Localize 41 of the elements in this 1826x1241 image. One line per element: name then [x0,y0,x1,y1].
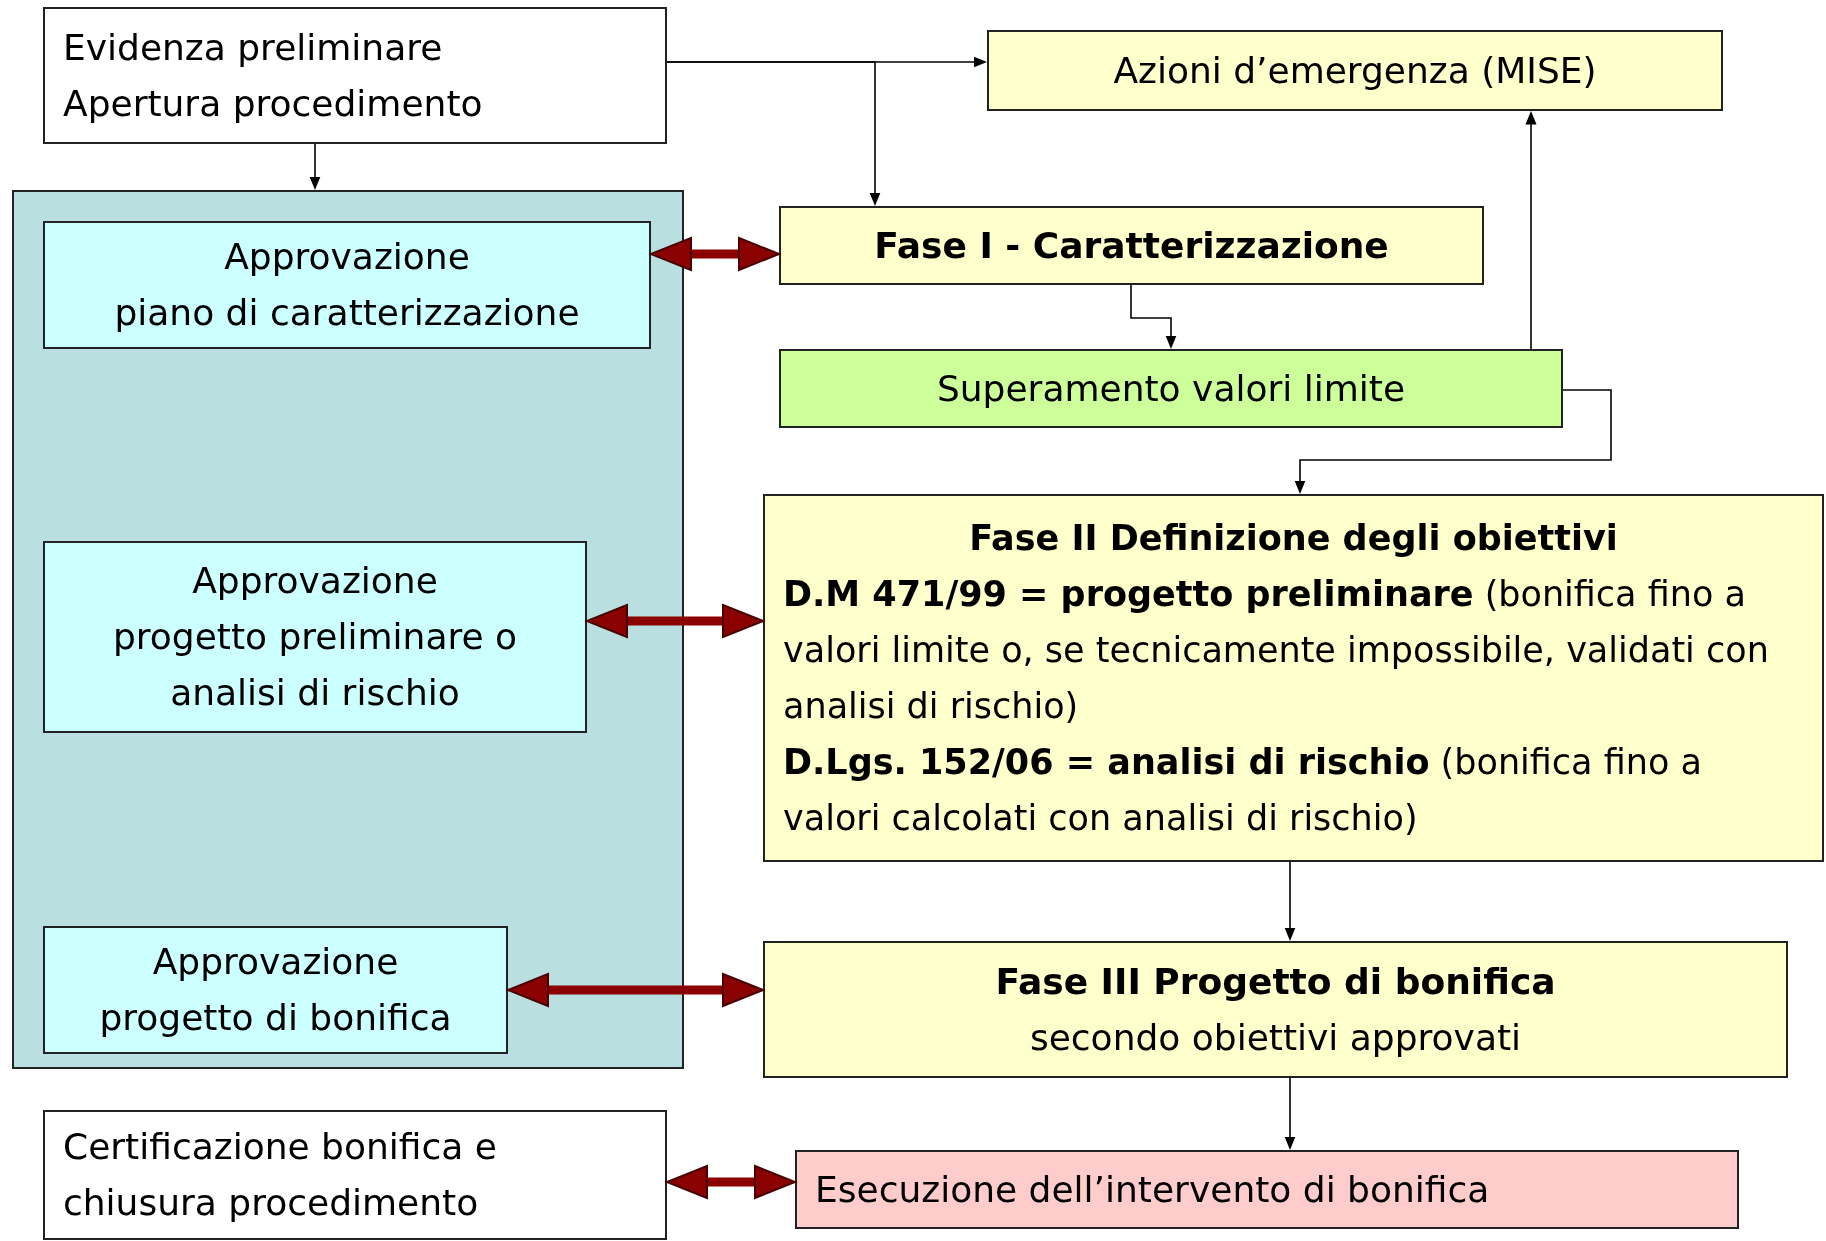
box-text: progetto preliminare o analisi di rischio [111,615,519,715]
process-box [763,494,1824,862]
box-heading: Approvazione [223,235,471,279]
arrow [666,61,881,206]
arrow [1294,389,1612,494]
box-text: Esecuzione dell’intervento di bonifica [815,1167,1491,1212]
double-arrow [650,237,780,271]
process-box [795,1150,1739,1229]
box-heading: Fase III Progetto di bonifica [994,959,1557,1004]
box-text: Azioni d’emergenza (MISE) [1112,48,1598,93]
process-box [43,7,667,144]
arrow [1284,1077,1296,1150]
process-box [987,30,1723,111]
arrow [1284,861,1296,941]
box-heading: Evidenza preliminare [63,25,444,70]
box-text: Apertura procedimento [63,81,484,126]
box-text: piano di caratterizzazione [113,291,581,335]
process-box [43,541,587,733]
process-box [43,926,508,1054]
process-box [43,1110,667,1240]
box-text: secondo obiettivi approvati [1028,1015,1523,1060]
box-text: D.M 471/99 = progetto preliminare (bonifica fino a valori limite o, se tecnicamente impossibile, validati con analisi di rischio) [783,573,1770,728]
box-text: Superamento valori limite [935,366,1407,411]
process-box [779,206,1484,285]
box-text: Certificazione bonifica e chiusura procedimento [63,1125,498,1225]
box-text: progetto di bonifica [98,996,453,1040]
process-box [43,221,651,349]
panel-background [12,190,684,1069]
process-box [763,941,1788,1078]
box-heading: Approvazione [151,940,400,984]
double-arrow [507,973,764,1007]
arrow [309,143,321,190]
arrow [1525,111,1537,350]
arrow [1130,284,1177,349]
process-box [779,349,1563,428]
double-arrow [666,1165,796,1199]
box-heading: Approvazione [191,559,439,603]
box-text: Fase I - Caratterizzazione [873,223,1390,268]
double-arrow [586,604,764,638]
box-text: D.Lgs. 152/06 = analisi di rischio (bonifica fino a valori calcolati con analisi di rischio) [783,741,1703,840]
box-heading: Fase II Definizione degli obiettivi [968,517,1619,560]
